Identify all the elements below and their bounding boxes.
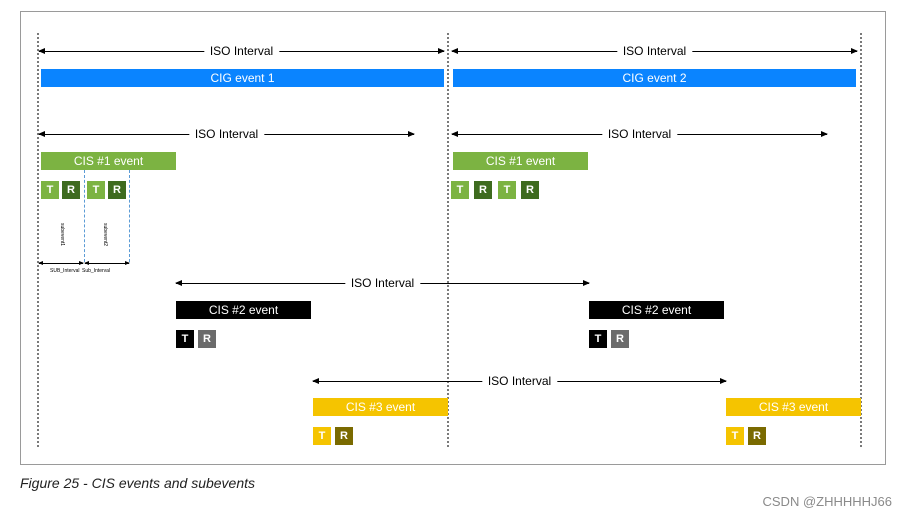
figure-caption: Figure 25 - CIS events and subevents — [20, 475, 256, 491]
cis1-event-bar-1: CIS #1 event — [41, 152, 176, 170]
iso-interval-label: ISO Interval — [203, 43, 280, 59]
iso-interval-label: ISO Interval — [601, 126, 678, 142]
iso-interval-label: ISO Interval — [188, 126, 265, 142]
sub-interval-label: Sub_Interval — [82, 268, 111, 274]
cis2-rx-box: R — [611, 330, 629, 348]
watermark: CSDN @ZHHHHHJ66 — [762, 494, 893, 509]
cis2-tx-box: T — [176, 330, 194, 348]
sub-interval-arrow — [84, 261, 130, 265]
iso-interval-label: ISO Interval — [616, 43, 693, 59]
cis3-rx-box: R — [748, 427, 766, 445]
cis2-event-bar-1: CIS #2 event — [176, 301, 311, 319]
anchor-line-2 — [447, 33, 449, 447]
cis1-tx-box: T — [41, 181, 59, 199]
iso-interval-label: ISO Interval — [344, 275, 421, 291]
cis2-rx-box: R — [198, 330, 216, 348]
subevent-label: subevent2 — [102, 223, 108, 247]
cis1-tx-box: T — [498, 181, 516, 199]
sub-interval-arrow — [38, 261, 84, 265]
subevent-marker-line — [84, 170, 85, 262]
cis1-tx-box: T — [87, 181, 105, 199]
anchor-line-3 — [860, 33, 862, 447]
cis3-tx-box: T — [313, 427, 331, 445]
iso-interval-arrow-cis1-2: ISO Interval — [451, 126, 828, 142]
cis2-event-bar-2: CIS #2 event — [589, 301, 724, 319]
cis2-tx-box: T — [589, 330, 607, 348]
cis3-tx-box: T — [726, 427, 744, 445]
cis1-rx-box: R — [62, 181, 80, 199]
cis3-rx-box: R — [335, 427, 353, 445]
cis1-rx-box: R — [521, 181, 539, 199]
cis1-tx-box: T — [451, 181, 469, 199]
cig-event-1-bar: CIG event 1 — [41, 69, 444, 87]
iso-interval-label: ISO Interval — [481, 373, 558, 389]
cis1-event-bar-2: CIS #1 event — [453, 152, 588, 170]
subevent-label: subevent1 — [59, 223, 65, 247]
iso-interval-arrow-cis1-1: ISO Interval — [38, 126, 415, 142]
anchor-line-1 — [37, 33, 39, 447]
iso-interval-arrow-cig-2: ISO Interval — [451, 43, 858, 59]
iso-interval-arrow-cig-1: ISO Interval — [38, 43, 445, 59]
cis1-rx-box: R — [474, 181, 492, 199]
diagram-frame: ISO Interval ISO Interval CIG event 1 CI… — [20, 11, 886, 465]
iso-interval-arrow-cis3: ISO Interval — [312, 373, 727, 389]
cis1-rx-box: R — [108, 181, 126, 199]
cis3-event-bar-2: CIS #3 event — [726, 398, 861, 416]
cis3-event-bar-1: CIS #3 event — [313, 398, 448, 416]
sub-interval-label: SUB_Interval — [50, 268, 80, 274]
iso-interval-arrow-cis2: ISO Interval — [175, 275, 590, 291]
cig-event-2-bar: CIG event 2 — [453, 69, 856, 87]
subevent-marker-line — [129, 170, 130, 262]
